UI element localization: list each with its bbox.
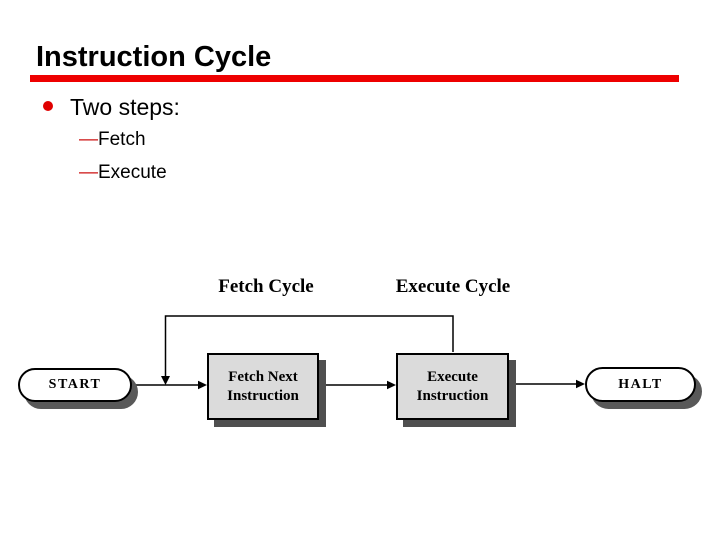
feedback-arrowhead-icon	[161, 376, 170, 385]
arrowhead-icon	[387, 380, 396, 390]
sub-bullet-label: Fetch	[98, 129, 146, 150]
fetch-box-label-line2: Instruction	[227, 387, 299, 404]
execute-cycle-label: Execute Cycle	[395, 276, 511, 297]
arrowhead-icon	[198, 380, 207, 390]
arrowhead-icon	[576, 379, 585, 389]
halt-node-label: HALT	[618, 376, 663, 392]
execute-box-label-line1: Execute	[427, 368, 478, 385]
sub-bullet-execute: —Execute	[79, 162, 167, 184]
fetch-box-label-line1: Fetch Next	[228, 368, 298, 385]
sub-bullet-fetch: —Fetch	[79, 129, 146, 151]
start-node-label: START	[48, 377, 102, 392]
execute-instruction-box: Execute Instruction	[396, 353, 509, 420]
start-node: START	[18, 368, 132, 402]
page-title: Instruction Cycle	[36, 41, 272, 73]
title-underline-rule	[30, 75, 679, 82]
feedback-loop-line	[164, 315, 454, 377]
fetch-next-instruction-box: Fetch Next Instruction	[207, 353, 319, 420]
fetch-cycle-label: Fetch Cycle	[218, 276, 314, 297]
execute-box-label-line2: Instruction	[416, 387, 489, 404]
bullet-dot-icon	[43, 101, 53, 111]
bullet-item: Two steps:	[70, 94, 180, 120]
dash-icon: —	[79, 129, 98, 150]
halt-node: HALT	[585, 367, 696, 402]
dash-icon: —	[79, 162, 98, 183]
sub-bullet-label: Execute	[98, 162, 167, 183]
